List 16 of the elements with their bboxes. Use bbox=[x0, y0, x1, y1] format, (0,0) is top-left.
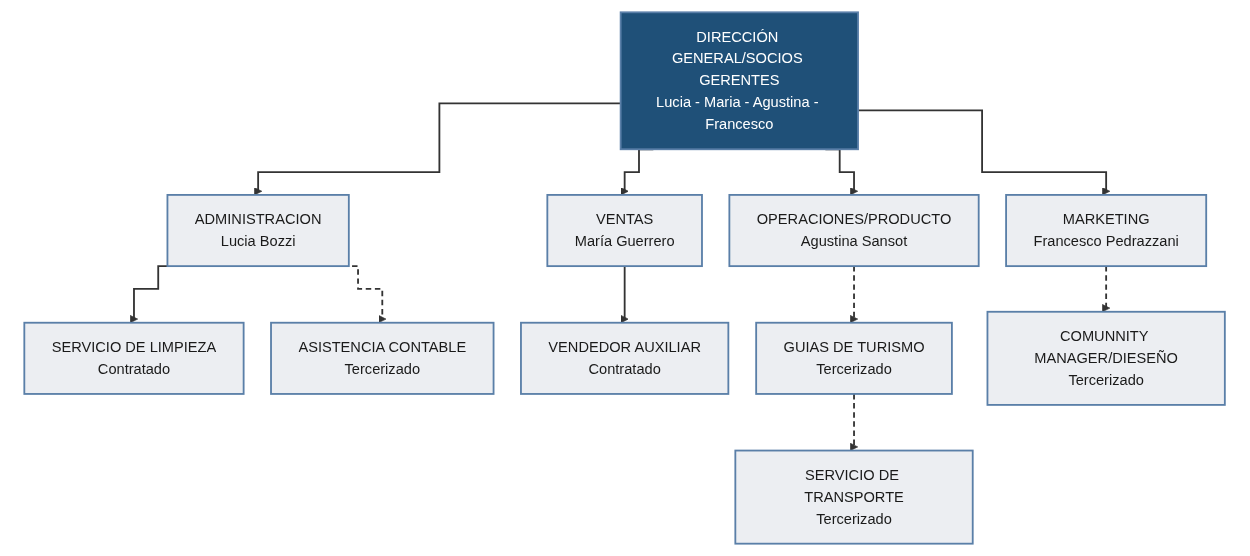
node-box: SERVICIO DE TRANSPORTE Tercerizado bbox=[734, 449, 975, 545]
node-box: ADMINISTRACION Lucia Bozzi bbox=[166, 194, 351, 268]
node-box: VENDEDOR AUXILIAR Contratado bbox=[520, 321, 730, 395]
node-box: VENTAS María Guerrero bbox=[546, 194, 704, 268]
node-box: DIRECCIÓN GENERAL/SOCIOS GERENTES Lucia - Maria - Agustina - Francesco bbox=[620, 11, 860, 151]
arrow bbox=[254, 102, 622, 196]
arrow bbox=[850, 393, 859, 451]
node-box: SERVICIO DE LIMPIEZA Contratado bbox=[23, 321, 245, 395]
arrow bbox=[621, 265, 630, 324]
arrow bbox=[1102, 265, 1111, 313]
node-box: ASISTENCIA CONTABLE Tercerizado bbox=[270, 321, 495, 395]
arrow bbox=[850, 265, 859, 324]
node-box: MARKETING Francesco Pedrazzani bbox=[1005, 194, 1208, 268]
node-box: OPERACIONES/PRODUCTO Agustina Sansot bbox=[728, 194, 981, 268]
node-box: COMUNNITY MANAGER/DIESEÑO Tercerizado bbox=[986, 310, 1227, 406]
node-box: GUIAS DE TURISMO Tercerizado bbox=[755, 321, 954, 395]
